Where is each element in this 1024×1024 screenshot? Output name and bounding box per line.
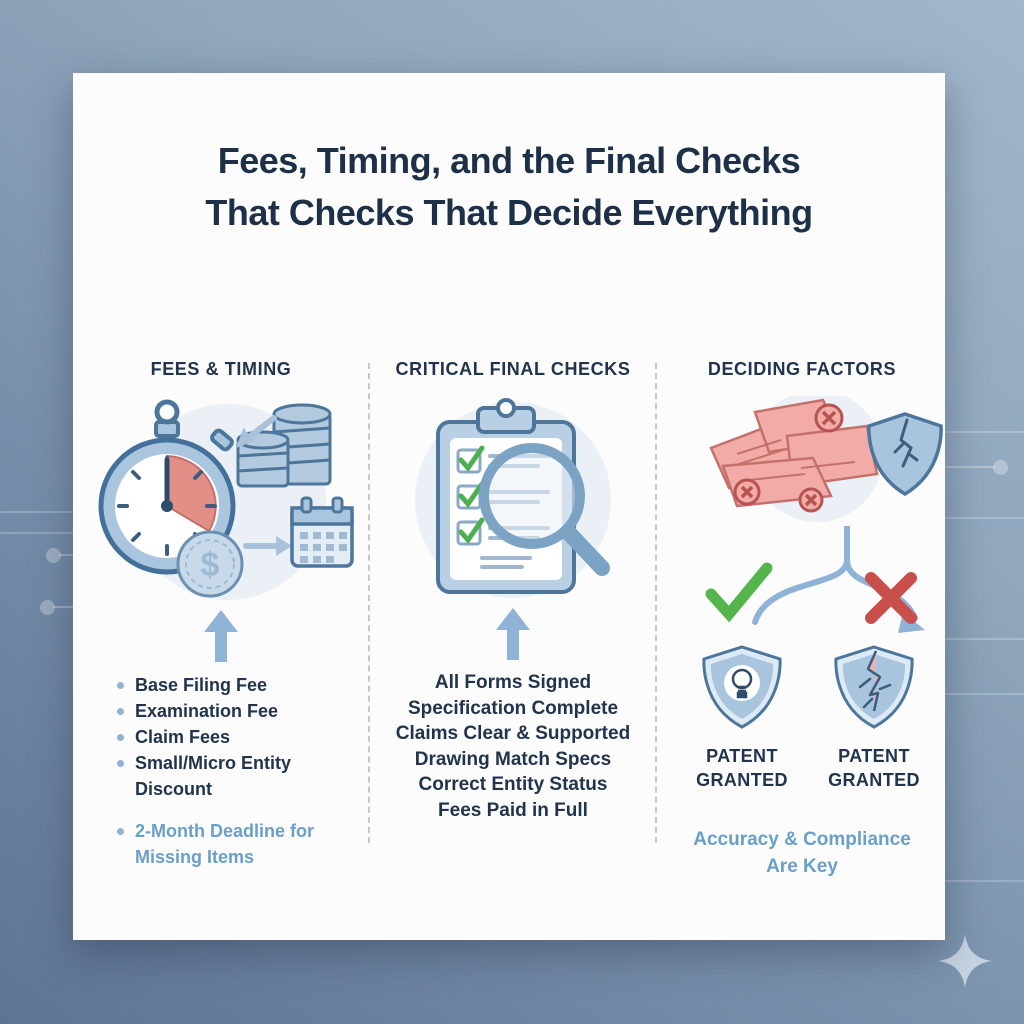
- list-item: Correct Entity Status: [418, 774, 608, 795]
- note-line: Are Key: [766, 856, 838, 877]
- outcome-granted: PATENT GRANTED: [687, 645, 797, 792]
- circuit-line: [945, 638, 1024, 640]
- list-item: Claim Fees: [115, 724, 361, 750]
- svg-text:$: $: [201, 546, 220, 584]
- checklist-illustration: [415, 398, 611, 598]
- circuit-line: [945, 693, 1024, 695]
- sparkle-icon: [938, 934, 992, 988]
- list-item: Base Filing Fee: [115, 672, 361, 698]
- outcome-label: PATENT GRANTED: [828, 746, 920, 790]
- outcomes-row: PATENT GRANTED PATENT GRANTED: [663, 645, 941, 792]
- coin-stacks-icon: [236, 403, 332, 488]
- list-item: Small/Micro Entity Discount: [115, 750, 361, 802]
- arrow-right-icon: [243, 536, 292, 556]
- column-critical-checks: CRITICAL FINAL CHECKS: [378, 359, 648, 823]
- column-header: CRITICAL FINAL CHECKS: [395, 359, 631, 379]
- cracked-shield-small-icon: [867, 412, 943, 497]
- calendar-icon: [290, 496, 354, 568]
- list-item: Examination Fee: [115, 698, 361, 724]
- list-item: Claims Clear & Supported: [395, 723, 631, 744]
- shield-lightbulb-icon: [702, 645, 782, 729]
- up-arrow-icon: [204, 610, 238, 662]
- list-item: Fees Paid in Full: [438, 799, 588, 821]
- list-item: All Forms Signed: [434, 672, 592, 693]
- checks-list: All Forms Signed Specification Complete …: [378, 670, 648, 823]
- rejected-papers-icon: [709, 398, 879, 513]
- magnifier-icon: [479, 443, 610, 576]
- check-icon: [705, 562, 773, 623]
- infographic-card: Fees, Timing, and the Final Checks That …: [73, 73, 945, 940]
- circuit-line: [945, 880, 1024, 882]
- x-icon: [865, 572, 917, 624]
- fees-timing-illustration: $: [98, 399, 354, 600]
- column-header: DECIDING FACTORS: [707, 359, 897, 379]
- accuracy-note: Accuracy & Compliance Are Key: [663, 826, 941, 880]
- branch-path-icon: [705, 523, 925, 633]
- title-line-1: Fees, Timing, and the Final Checks: [217, 140, 801, 181]
- note-line: 2-Month Deadline for: [115, 818, 361, 844]
- deadline-note: 2-Month Deadline for Missing Items: [115, 818, 361, 870]
- circuit-line: [0, 511, 73, 513]
- title-line-2: That Checks That Decide Everything: [205, 192, 813, 233]
- rejected-papers-illustration: [709, 396, 943, 522]
- circuit-line: [945, 431, 1024, 433]
- up-arrow-icon: [496, 608, 530, 660]
- outcome-rejected: PATENT GRANTED: [819, 645, 929, 792]
- circuit-line: [945, 517, 1024, 519]
- list-item: Drawing Match Specs: [414, 748, 612, 770]
- page-title: Fees, Timing, and the Final Checks That …: [73, 135, 945, 239]
- column-deciding-factors: DECIDING FACTORS: [663, 359, 943, 880]
- list-item: Specification Complete: [407, 697, 619, 719]
- fees-list: Base Filing Fee Examination Fee Claim Fe…: [115, 672, 361, 802]
- shield-cracked-icon: [834, 645, 914, 729]
- note-line: Accuracy & Compliance: [693, 829, 911, 850]
- outcome-label: PATENT GRANTED: [696, 746, 788, 790]
- circuit-line: [0, 532, 73, 534]
- column-fees-timing: FEES & TIMING: [81, 359, 361, 870]
- column-divider: [655, 363, 657, 843]
- note-line: Missing Items: [135, 847, 255, 867]
- dollar-coin-icon: $: [176, 530, 244, 598]
- arrow-down-left-icon: [236, 415, 277, 448]
- column-divider: [368, 363, 370, 843]
- column-header: FEES & TIMING: [150, 359, 292, 379]
